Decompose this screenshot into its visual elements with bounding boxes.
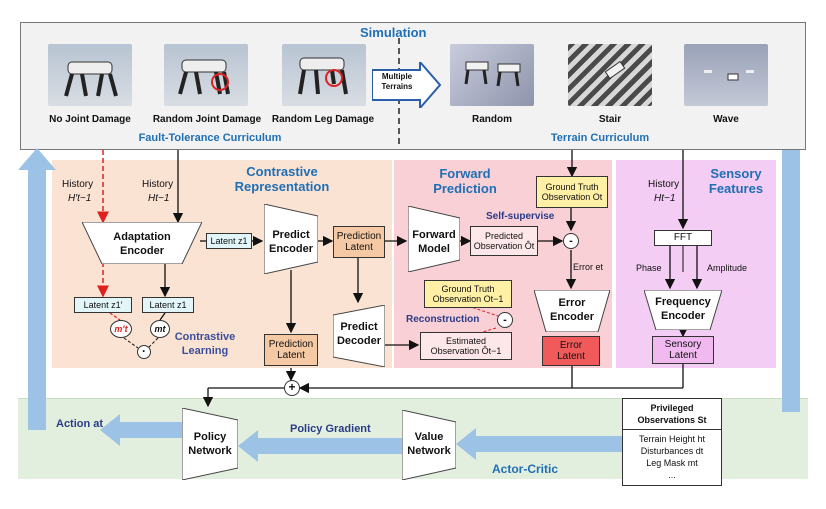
robot-label-2: Random Leg Damage: [271, 114, 375, 125]
error-encoder-shape: [534, 290, 610, 332]
robot-label-0: No Joint Damage: [49, 114, 131, 125]
multiple-terrains-arrow: [372, 62, 442, 108]
predict-encoder-label: Predict Encoder: [268, 229, 313, 255]
adaptation-encoder-shape: [82, 222, 202, 264]
phase-label: Phase: [636, 263, 662, 273]
terrain-curriculum-title: Terrain Curriculum: [550, 132, 650, 144]
terrain-label-1: Stair: [598, 114, 622, 125]
robot-image-leg-damage: [282, 44, 366, 106]
terrain-image-wave: [684, 44, 768, 106]
forward-model-label: Forward Model: [412, 229, 456, 255]
forward-title: Forward Prediction: [433, 166, 497, 196]
m-circle: mt: [150, 320, 170, 338]
terrain-image-stair: [568, 44, 652, 106]
latent-z1-b-box: Latent z1: [142, 297, 194, 313]
policy-network-shape: [182, 408, 238, 480]
frequency-encoder-label: Frequency Encoder: [655, 296, 711, 322]
minus-circle-1: -: [563, 233, 579, 249]
action-label: Action at: [56, 418, 104, 430]
history-prime-label: History H′t−1: [62, 179, 94, 204]
fault-curriculum-title: Fault-Tolerance Curriculum: [138, 132, 282, 144]
privileged-item-more: ...: [668, 470, 676, 480]
policy-network-label: Policy Network: [188, 431, 232, 457]
sensory-region: [616, 160, 776, 368]
error-et-label: Error et: [573, 262, 604, 272]
sensory-history-label: History Ht−1: [648, 179, 680, 204]
sensory-title: Sensory Features: [708, 166, 764, 196]
robot-image-joint-damage: [164, 44, 248, 106]
dot-product-circle: ·: [137, 344, 151, 359]
privileged-observations-box: Privileged Observations St Terrain Heigh…: [622, 398, 722, 486]
simulation-title: Simulation: [360, 25, 427, 40]
multiple-terrains-label: Multiple Terrains: [381, 72, 413, 91]
robot-label-1: Random Joint Damage: [152, 114, 262, 125]
reconstruction-label: Reconstruction: [406, 314, 480, 325]
contrastive-learning-label: Contrastive Learning: [174, 331, 236, 357]
adaptation-encoder-label: Adaptation Encoder: [113, 231, 171, 257]
minus-circle-2: -: [497, 312, 513, 328]
actor-critic-title: Actor-Critic: [492, 462, 559, 476]
predict-decoder-shape: [333, 305, 385, 367]
predict-encoder-shape: [264, 204, 318, 274]
fft-box: FFT: [654, 230, 712, 246]
robot-image-no-damage: [48, 44, 132, 106]
contrastive-title: Contrastive Representation: [234, 164, 330, 194]
amplitude-label: Amplitude: [707, 263, 748, 273]
latent-z1-prime-box: Latent z1′: [74, 297, 132, 313]
privileged-title-2: Observations St: [637, 415, 707, 425]
privileged-item-terrain: Terrain Height ht: [638, 434, 706, 444]
error-encoder-label: Error Encoder: [549, 297, 594, 323]
value-network-label: Value Network: [407, 431, 451, 457]
predict-decoder-label: Predict Decoder: [336, 321, 382, 347]
terrain-label-0: Random: [472, 114, 512, 125]
privileged-item-disturbances: Disturbances dt: [640, 446, 704, 456]
m-prime-circle: m′t: [110, 320, 132, 338]
privileged-item-leg-mask: Leg Mask mt: [646, 458, 698, 468]
self-supervise-label: Self-supervise: [486, 211, 555, 222]
value-network-shape: [402, 410, 456, 480]
history-label: History Ht−1: [142, 179, 174, 204]
policy-gradient-label: Policy Gradient: [290, 423, 371, 435]
frequency-encoder-shape: [644, 290, 722, 330]
terrain-image-random: [450, 44, 534, 106]
terrain-label-2: Wave: [713, 114, 739, 125]
privileged-title-1: Privileged: [650, 403, 694, 413]
plus-circle: +: [284, 380, 300, 396]
forward-model-shape: [408, 206, 460, 272]
latent-z1-box: Latent z1: [206, 233, 252, 249]
